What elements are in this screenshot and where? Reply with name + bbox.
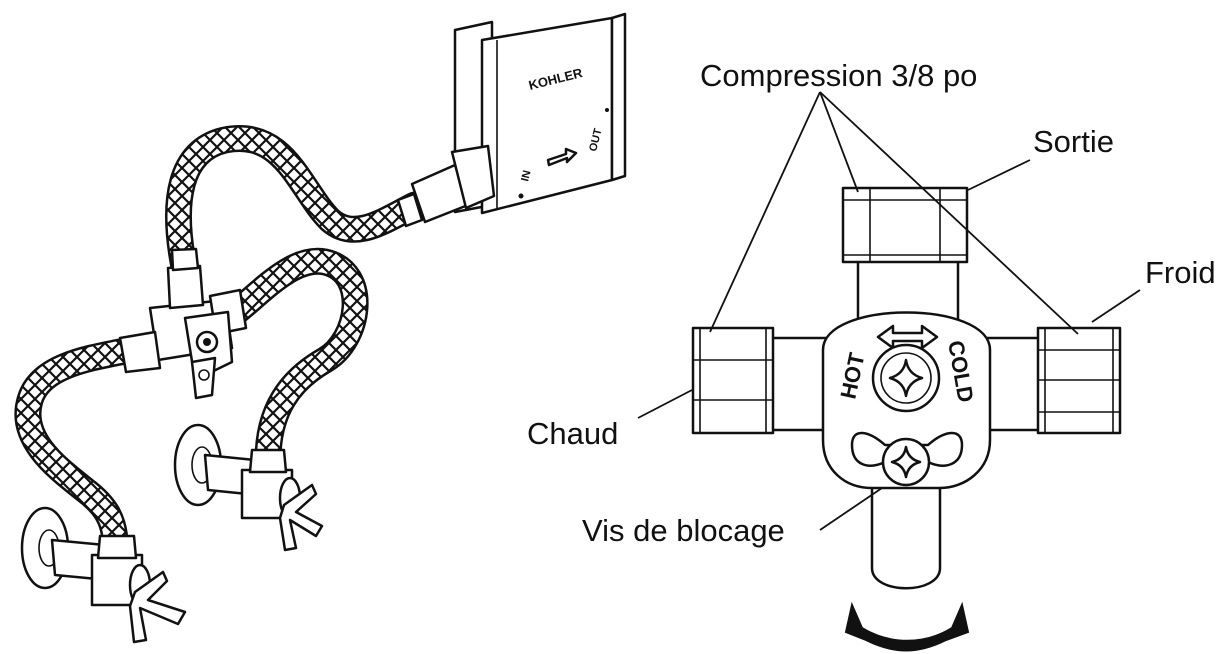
cold-supply-hose <box>214 247 369 474</box>
temperature-arrow-icon <box>876 324 939 350</box>
cold-label: Froid <box>1145 255 1216 290</box>
outlet-mark: OUT <box>587 127 604 153</box>
flow-arrow-icon <box>546 147 578 167</box>
hot-supply-hose <box>14 336 144 559</box>
hot-label: Chaud <box>527 416 619 451</box>
unit-inlet-nut <box>396 144 496 228</box>
lock-screw-label: Vis de blocage <box>582 513 785 548</box>
outlet-hose <box>165 125 429 286</box>
adjust-screw-icon <box>888 358 924 398</box>
callout-leaders <box>637 91 1141 531</box>
cold-stop-valve <box>173 423 324 552</box>
compression-label: Compression 3/8 po <box>700 58 978 93</box>
hot-stop-valve <box>20 506 187 644</box>
inlet-mark: IN <box>519 169 533 183</box>
mixing-valve-small <box>118 247 248 400</box>
outlet-label: Sortie <box>1033 124 1114 159</box>
rotation-arrow-icon <box>844 601 970 652</box>
mixing-valve-detail: HOT COLD <box>691 186 1122 652</box>
lock-screw-icon <box>890 445 922 479</box>
